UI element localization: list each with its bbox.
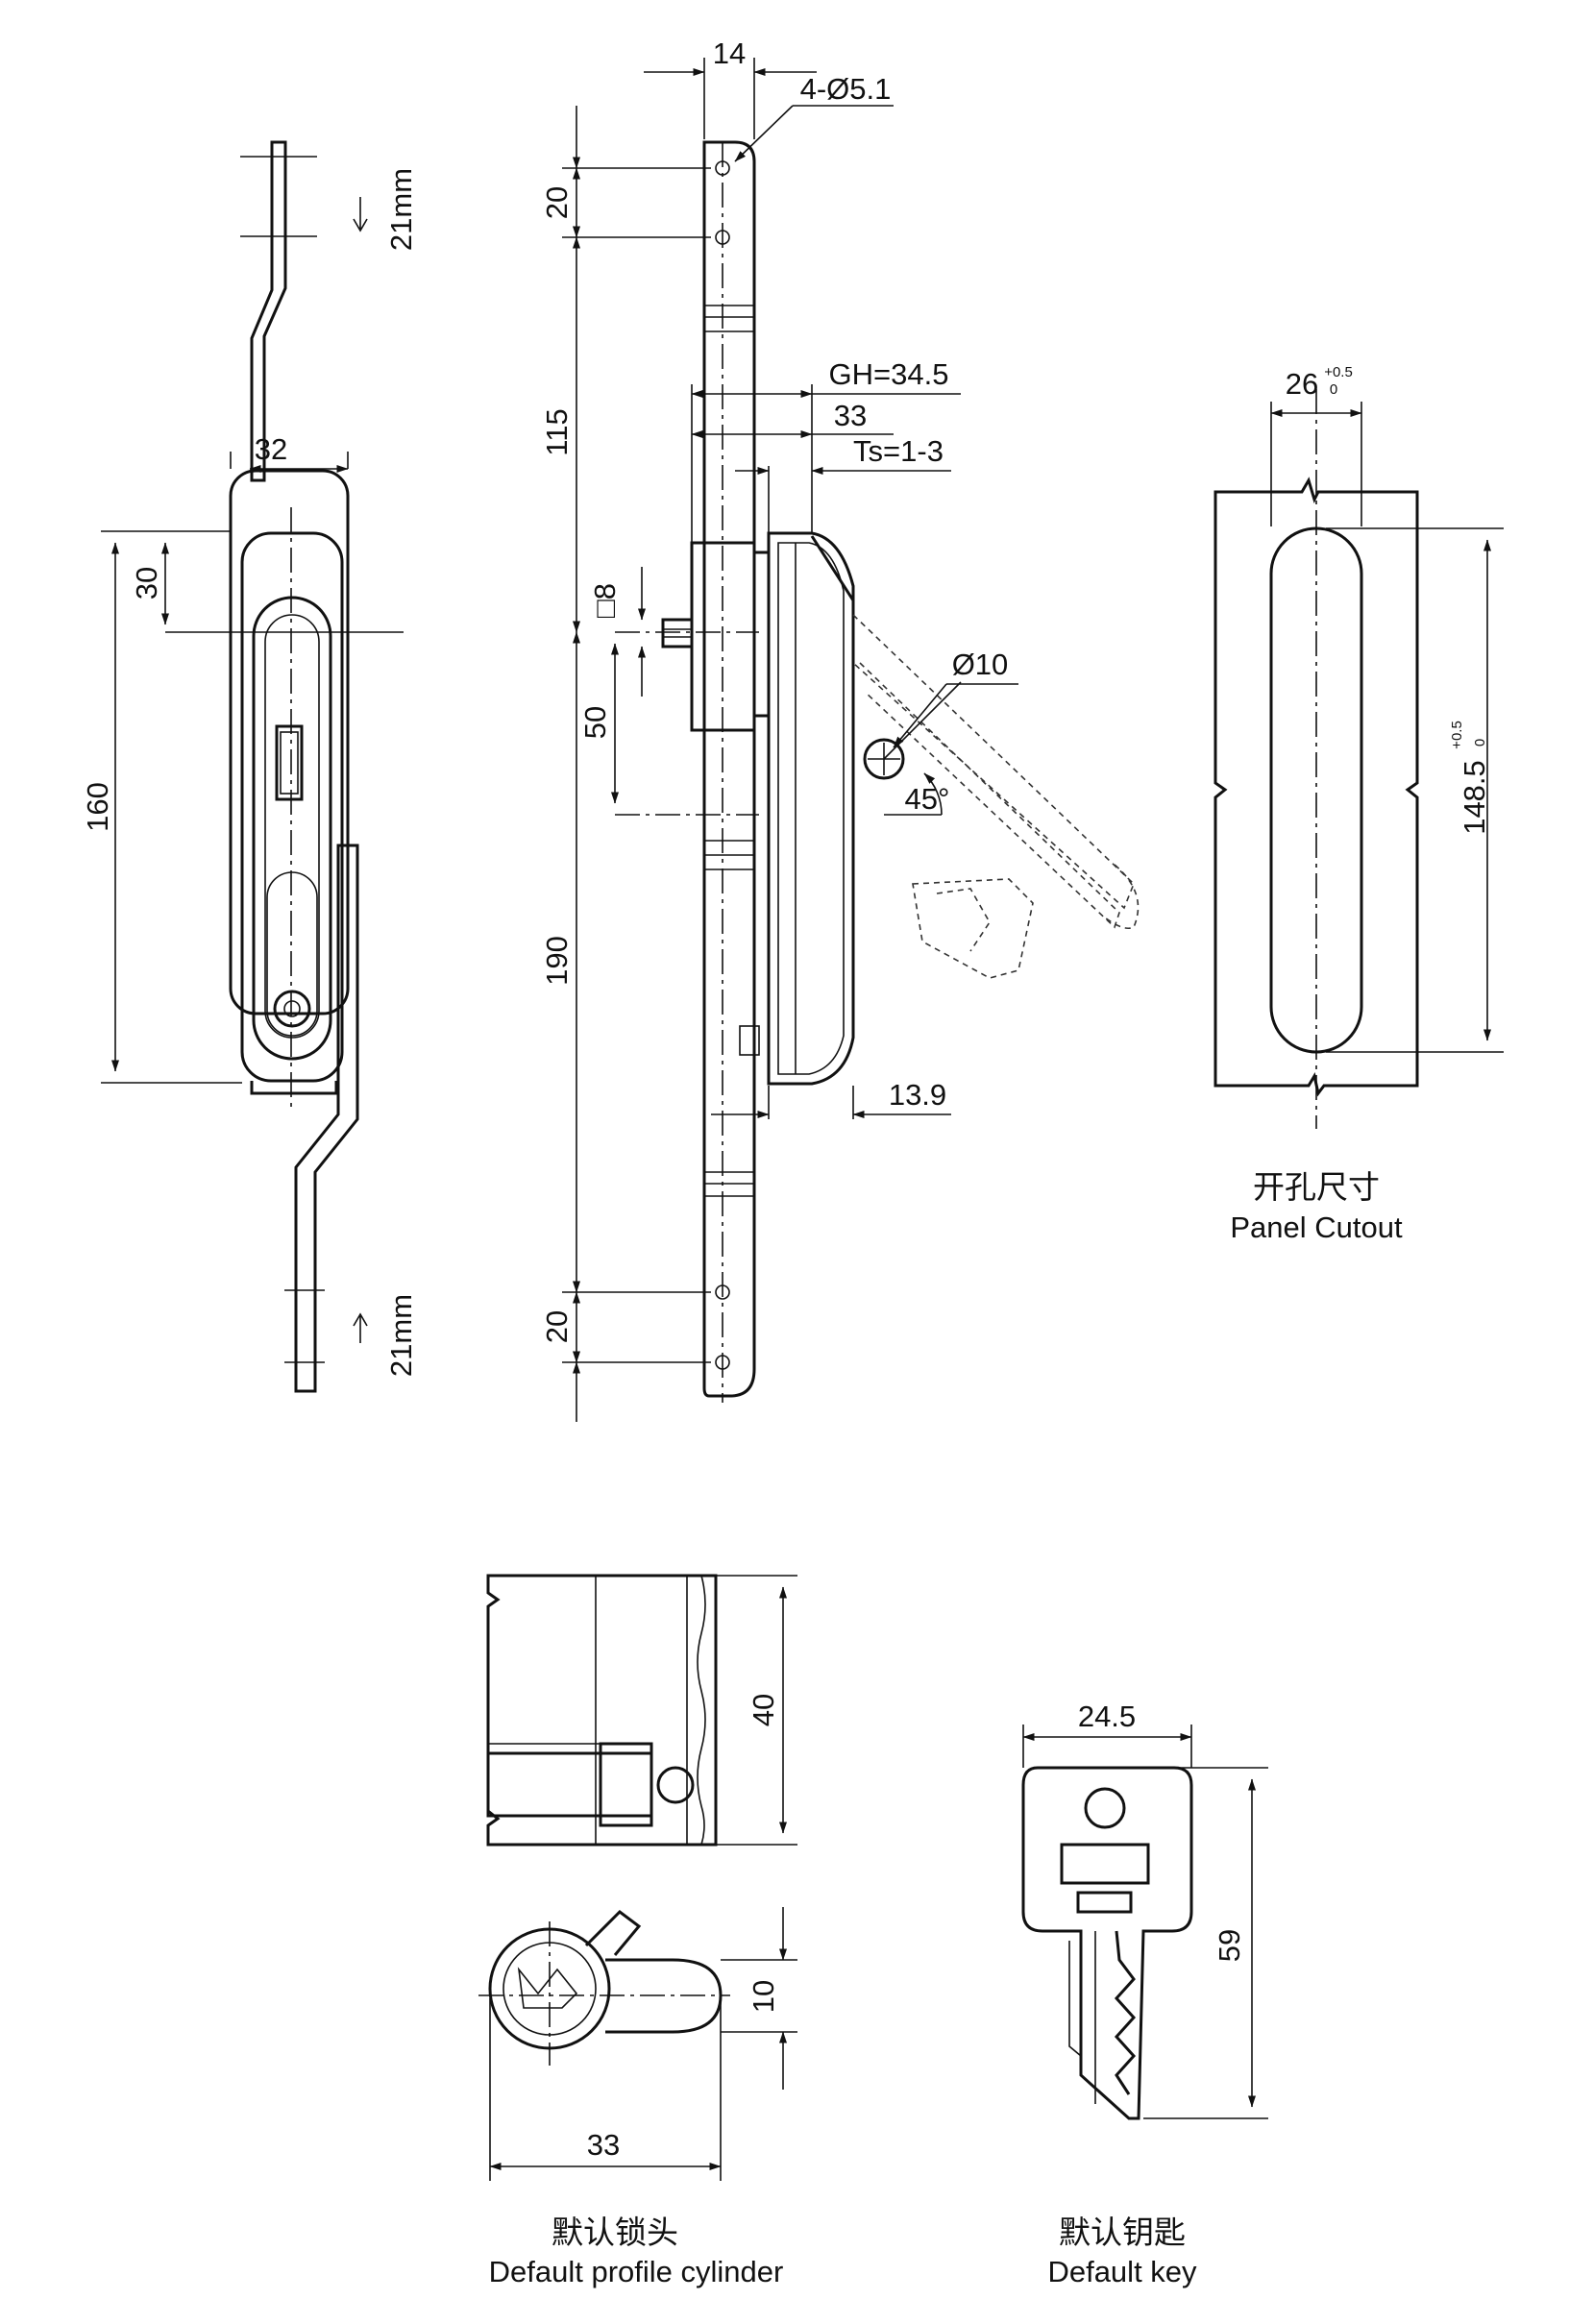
- side-upper-dim: 115: [540, 408, 574, 455]
- side-handle-proj-dim: 13.9: [889, 1078, 946, 1112]
- front-travel-top: 21mm: [384, 168, 418, 251]
- key-width-dim: 24.5: [1078, 1700, 1136, 1733]
- cylinder-view: 40 10 33 默认锁头 Default profile cylinder: [478, 1574, 797, 2288]
- cylinder-caption-en: Default profile cylinder: [489, 2255, 784, 2288]
- key-view: 24.5 59 默认钥匙 Default key: [1021, 1700, 1268, 2288]
- front-width-dim: 32: [255, 432, 287, 466]
- side-center-offset-dim: 50: [578, 706, 612, 739]
- cutout-width-dim: 26: [1286, 367, 1318, 401]
- key-length-dim: 59: [1213, 1929, 1246, 1962]
- cutout-height-tol-lower: 0: [1472, 739, 1488, 746]
- cylinder-lever-dim: 10: [747, 1980, 780, 2013]
- front-travel-bottom: 21mm: [384, 1294, 418, 1377]
- front-offset-dim: 30: [130, 567, 163, 599]
- side-depth-dim: 33: [834, 399, 867, 432]
- cutout-width-tol-upper: +0.5: [1324, 364, 1353, 380]
- cylinder-height-dim: 40: [747, 1694, 780, 1726]
- cylinder-caption-cn: 默认锁头: [552, 2214, 678, 2250]
- side-top-pitch-dim: 20: [540, 186, 574, 219]
- front-view: 32 160 30 21mm 21mm: [81, 140, 418, 1393]
- front-height-dim: 160: [81, 782, 114, 832]
- side-ts-dim: Ts=1-3: [853, 434, 944, 468]
- side-bottom-pitch-dim: 20: [540, 1310, 574, 1343]
- side-lower-dim: 190: [540, 936, 574, 986]
- side-handle-dia-dim: Ø10: [952, 648, 1009, 681]
- cutout-height-tol-upper: +0.5: [1449, 721, 1465, 749]
- side-view: 14 4-Ø5.1 20 115 GH=34.5 33 Ts=1-3 □8 Ø1…: [540, 37, 1140, 1422]
- key-caption-cn: 默认钥匙: [1059, 2214, 1186, 2250]
- side-angle-dim: 45°: [905, 782, 950, 816]
- side-gh-dim: GH=34.5: [829, 357, 949, 391]
- cylinder-width-dim: 33: [587, 2128, 620, 2162]
- side-square-dim: □8: [588, 583, 622, 618]
- cutout-caption-en: Panel Cutout: [1230, 1211, 1403, 1244]
- cutout-width-tol-lower: 0: [1330, 381, 1337, 398]
- side-holes-dim: 4-Ø5.1: [800, 72, 892, 106]
- cutout-view: 26 +0.5 0 148.5 +0.5 0 开孔尺寸 Panel Cutout: [1214, 364, 1504, 1244]
- cutout-height-dim: 148.5: [1458, 760, 1491, 835]
- side-width-dim: 14: [713, 37, 746, 70]
- key-caption-en: Default key: [1047, 2255, 1197, 2288]
- cutout-caption-cn: 开孔尺寸: [1253, 1169, 1380, 1205]
